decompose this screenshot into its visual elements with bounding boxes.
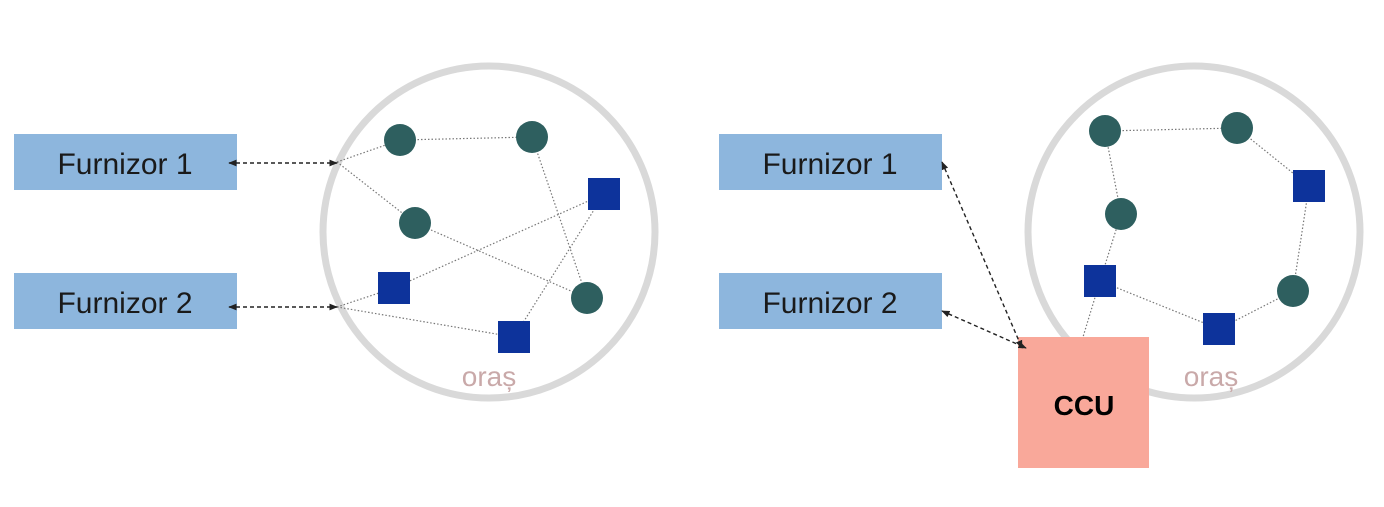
ccu-box [1018,337,1149,468]
left-node-circle-3 [399,207,431,239]
left-node-circle-4 [571,282,603,314]
right-city-circle [1024,62,1364,402]
right-node-circle-3 [1105,198,1137,230]
left-supplier-1-label: Furnizor 1 [57,148,192,181]
left-supplier-1-box [14,134,237,190]
left-node-circle-2 [516,121,548,153]
right-arrow-supplier-2 [941,310,1027,349]
right-supplier-2-label: Furnizor 2 [762,287,897,320]
left-city-circle [319,62,659,402]
right-node-circle-2 [1221,112,1253,144]
left-node-circle-1 [384,124,416,156]
right-node-circle-4 [1277,275,1309,307]
left-node-square-1 [588,178,620,210]
right-supplier-2-box [719,273,942,329]
left-network-links [336,136,605,338]
left-node-square-2 [378,272,410,304]
ccu-label: CCU [1054,390,1115,421]
left-supplier-2-label: Furnizor 2 [57,287,192,320]
left-node-square-3 [498,321,530,353]
right-arrow-supplier-1 [941,161,1023,349]
right-node-circle-1 [1089,115,1121,147]
right-network-links [1082,127,1310,338]
right-node-square-2 [1084,265,1116,297]
right-node-square-1 [1293,170,1325,202]
right-supplier-1-label: Furnizor 1 [762,148,897,181]
right-node-square-3 [1203,313,1235,345]
right-city-label: oraș [1184,361,1238,392]
left-supplier-2-box [14,273,237,329]
right-supplier-1-box [719,134,942,190]
left-city-label: oraș [462,361,516,392]
left-panel: oraș Furnizor 1 Furnizor 2 [14,62,659,402]
right-panel: oraș CCU Furnizor 1 Furnizor 2 [719,62,1364,468]
